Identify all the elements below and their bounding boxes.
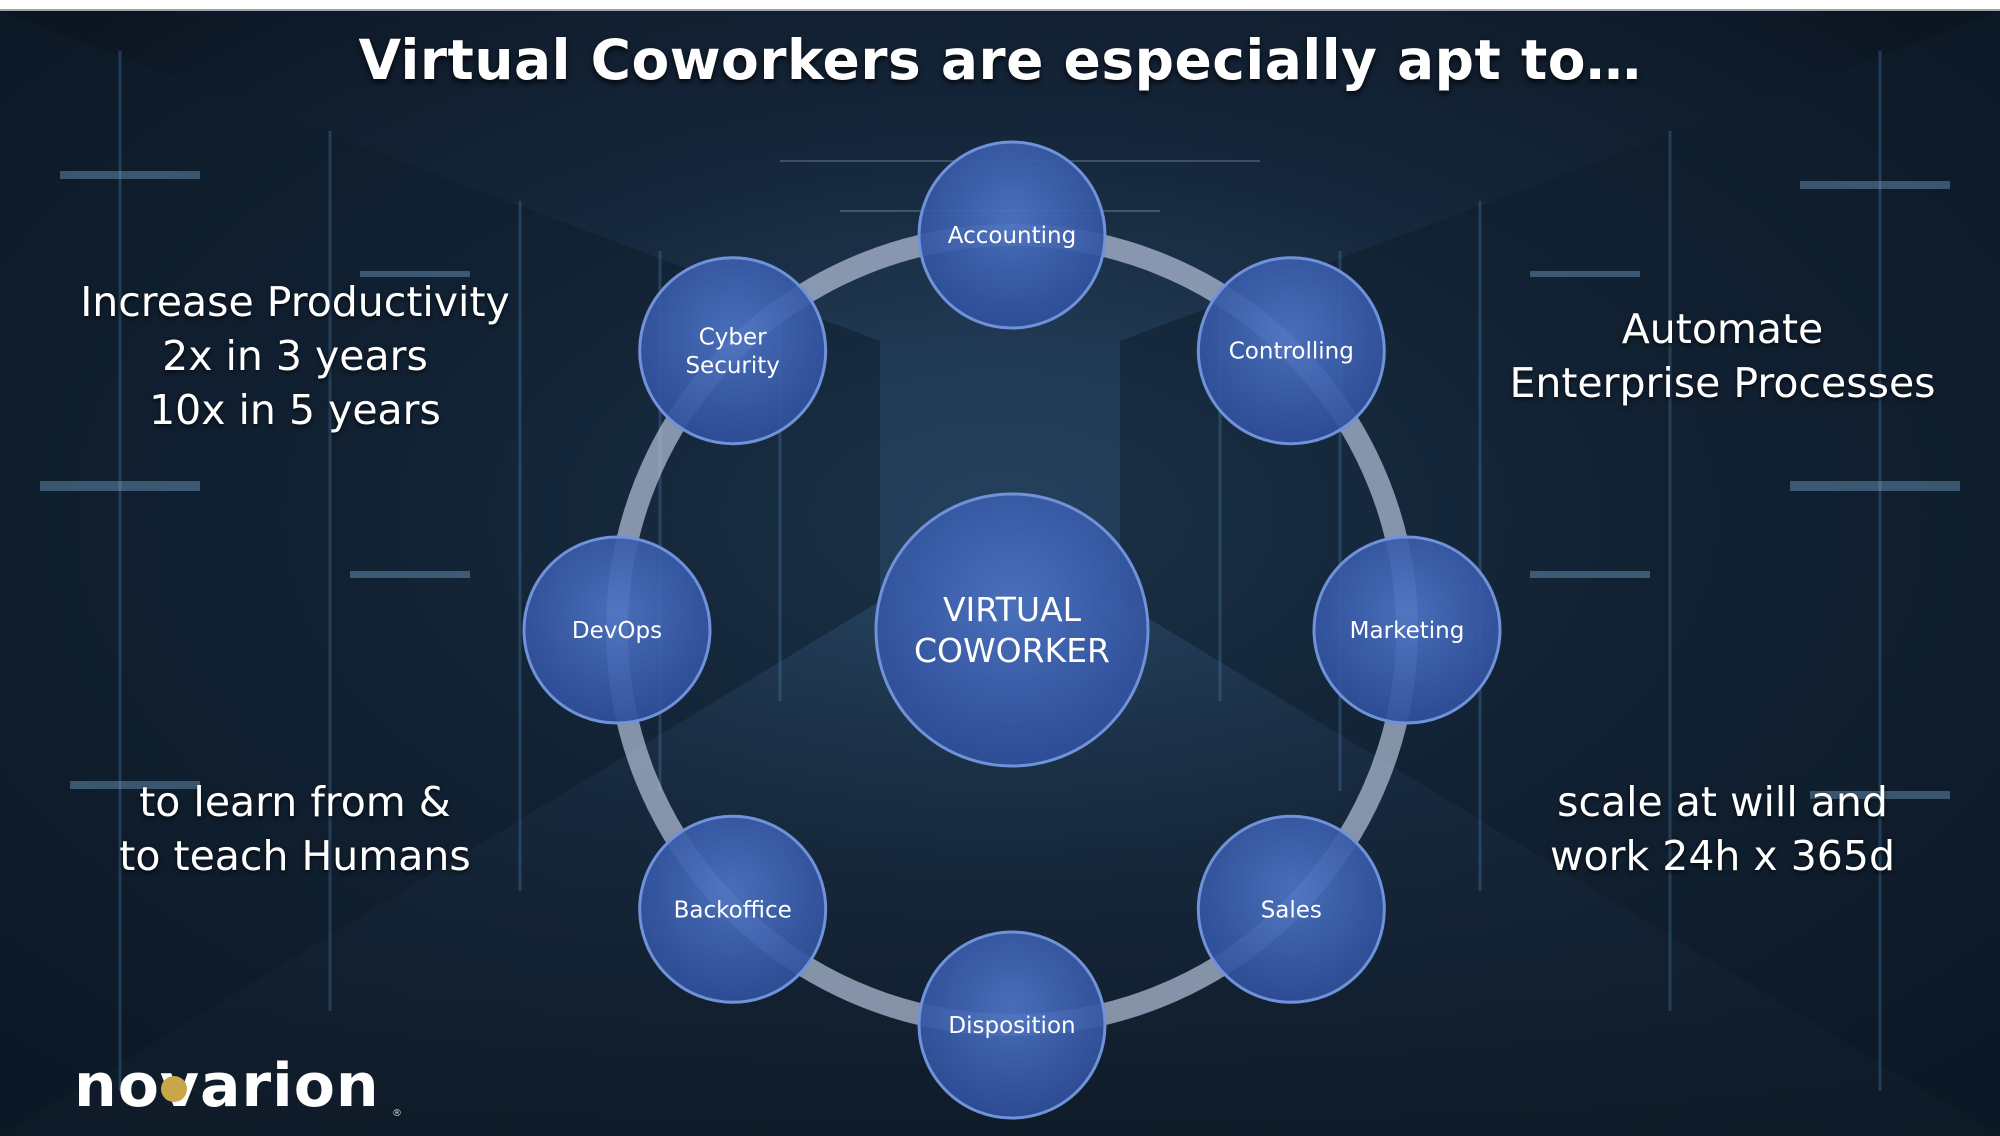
center-node-virtual-coworker-label: COWORKER	[914, 631, 1110, 670]
node-accounting: Accounting	[917, 140, 1107, 330]
learn-teach-text: to learn from & to teach Humans	[119, 778, 471, 880]
node-controlling: Controlling	[1196, 256, 1386, 446]
logo-wordmark: novarion	[74, 1051, 380, 1120]
scale-text: scale at will and work 24h x 365d	[1549, 778, 1896, 880]
node-devops-label: DevOps	[572, 618, 662, 644]
node-disposition-circle	[917, 930, 1107, 1120]
node-backoffice-circle	[638, 814, 828, 1004]
node-devops: DevOps	[522, 535, 712, 725]
node-sales-circle	[1196, 814, 1386, 1004]
page-title: Virtual Coworkers are especially apt to…	[358, 28, 1642, 92]
node-disposition: Disposition	[917, 930, 1107, 1120]
logo-dot-icon	[161, 1076, 187, 1102]
node-sales: Sales	[1196, 814, 1386, 1004]
node-backoffice-label: Backoffice	[674, 897, 792, 923]
node-cyber-security-label: Cyber	[699, 324, 767, 350]
center-node-virtual-coworker-circle	[874, 492, 1150, 768]
node-accounting-circle	[917, 140, 1107, 330]
node-marketing-circle	[1312, 535, 1502, 725]
productivity-text: Increase Productivity 2x in 3 years 10x …	[80, 278, 510, 434]
registered-mark: ®	[392, 1108, 402, 1119]
node-disposition-label: Disposition	[948, 1013, 1075, 1039]
automate-text: Automate Enterprise Processes	[1509, 305, 1936, 407]
top-border	[0, 0, 2000, 11]
node-cyber-security-circle	[638, 256, 828, 446]
node-cyber-security-label: Security	[685, 353, 779, 379]
node-sales-label: Sales	[1261, 897, 1322, 923]
node-controlling-label: Controlling	[1229, 339, 1354, 365]
node-accounting-label: Accounting	[948, 223, 1076, 249]
node-marketing-label: Marketing	[1350, 618, 1465, 644]
center-node-virtual-coworker-label: VIRTUAL	[943, 590, 1082, 629]
node-marketing: Marketing	[1312, 535, 1502, 725]
node-backoffice: Backoffice	[638, 814, 828, 1004]
novarion-logo: novarion ®	[74, 1051, 402, 1120]
node-devops-circle	[522, 535, 712, 725]
node-controlling-circle	[1196, 256, 1386, 446]
